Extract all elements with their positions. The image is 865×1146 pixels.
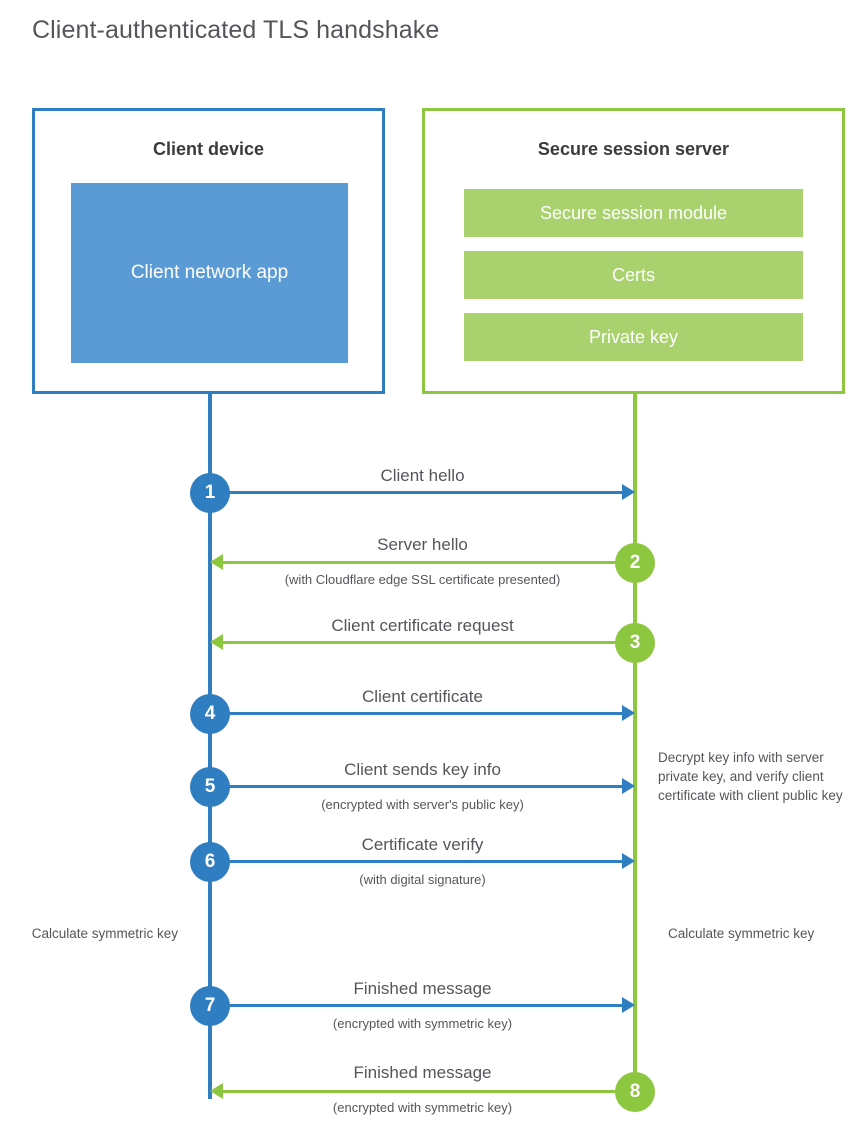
step-1-arrow-head	[622, 484, 635, 500]
server-calculate-symmetric-key-note: Calculate symmetric key	[668, 926, 815, 941]
client-lifeline	[208, 391, 212, 1099]
step-5-badge[interactable]: 5	[190, 767, 230, 807]
step-2-arrow-head	[210, 554, 223, 570]
server-lifeline	[633, 391, 637, 1094]
step-8-arrow-head	[210, 1083, 223, 1099]
step-2-label: Server hello	[377, 535, 468, 554]
page-title: Client-authenticated TLS handshake	[32, 16, 440, 44]
step-6-label: Certificate verify	[361, 835, 484, 854]
step-8-badge[interactable]: 8	[615, 1072, 655, 1112]
client-device-box: Client device Client network app	[32, 108, 385, 394]
step-8-label: Finished message	[353, 1063, 492, 1082]
step-4-label: Client certificate	[362, 687, 483, 706]
secure-session-server-box: Secure session server Secure session mod…	[422, 108, 845, 394]
server-decrypt-note: Decrypt key info with server private key…	[658, 750, 843, 804]
step-7-arrow-line	[210, 1004, 622, 1007]
client-calculate-symmetric-key-note: Calculate symmetric key	[31, 926, 178, 941]
step-5-sublabel: (encrypted with server's public key)	[321, 797, 524, 812]
step-5-label: Client sends key info	[344, 760, 501, 779]
step-1-arrow-line	[210, 491, 622, 494]
step-7-label: Finished message	[353, 979, 492, 998]
step-4-arrow-line	[210, 712, 622, 715]
step-3-arrow-head	[210, 634, 223, 650]
step-3-arrow-line	[223, 641, 635, 644]
client-network-app-block: Client network app	[71, 183, 348, 363]
step-6-arrow-head	[622, 853, 635, 869]
secure-session-server-title: Secure session server	[537, 139, 730, 159]
server-module-private-key: Private key	[464, 313, 803, 361]
step-2-badge[interactable]: 2	[615, 543, 655, 583]
step-6-badge[interactable]: 6	[190, 842, 230, 882]
server-module-secure-session-module: Secure session module	[464, 189, 803, 237]
client-device-title: Client device	[152, 139, 265, 159]
step-7-badge[interactable]: 7	[190, 986, 230, 1026]
step-5-arrow-line	[210, 785, 622, 788]
step-2-arrow-line	[223, 561, 635, 564]
step-7-arrow-head	[622, 997, 635, 1013]
step-1-badge[interactable]: 1	[190, 473, 230, 513]
step-1-label: Client hello	[380, 466, 465, 485]
step-3-badge[interactable]: 3	[615, 623, 655, 663]
step-3-label: Client certificate request	[331, 616, 514, 635]
step-4-arrow-head	[622, 705, 635, 721]
step-6-sublabel: (with digital signature)	[359, 872, 486, 887]
step-2-sublabel: (with Cloudflare edge SSL certificate pr…	[284, 572, 561, 587]
step-8-arrow-line	[223, 1090, 635, 1093]
step-5-arrow-head	[622, 778, 635, 794]
step-4-badge[interactable]: 4	[190, 694, 230, 734]
server-module-certs: Certs	[464, 251, 803, 299]
step-6-arrow-line	[210, 860, 622, 863]
step-8-sublabel: (encrypted with symmetric key)	[332, 1100, 513, 1115]
step-7-sublabel: (encrypted with symmetric key)	[332, 1016, 513, 1031]
